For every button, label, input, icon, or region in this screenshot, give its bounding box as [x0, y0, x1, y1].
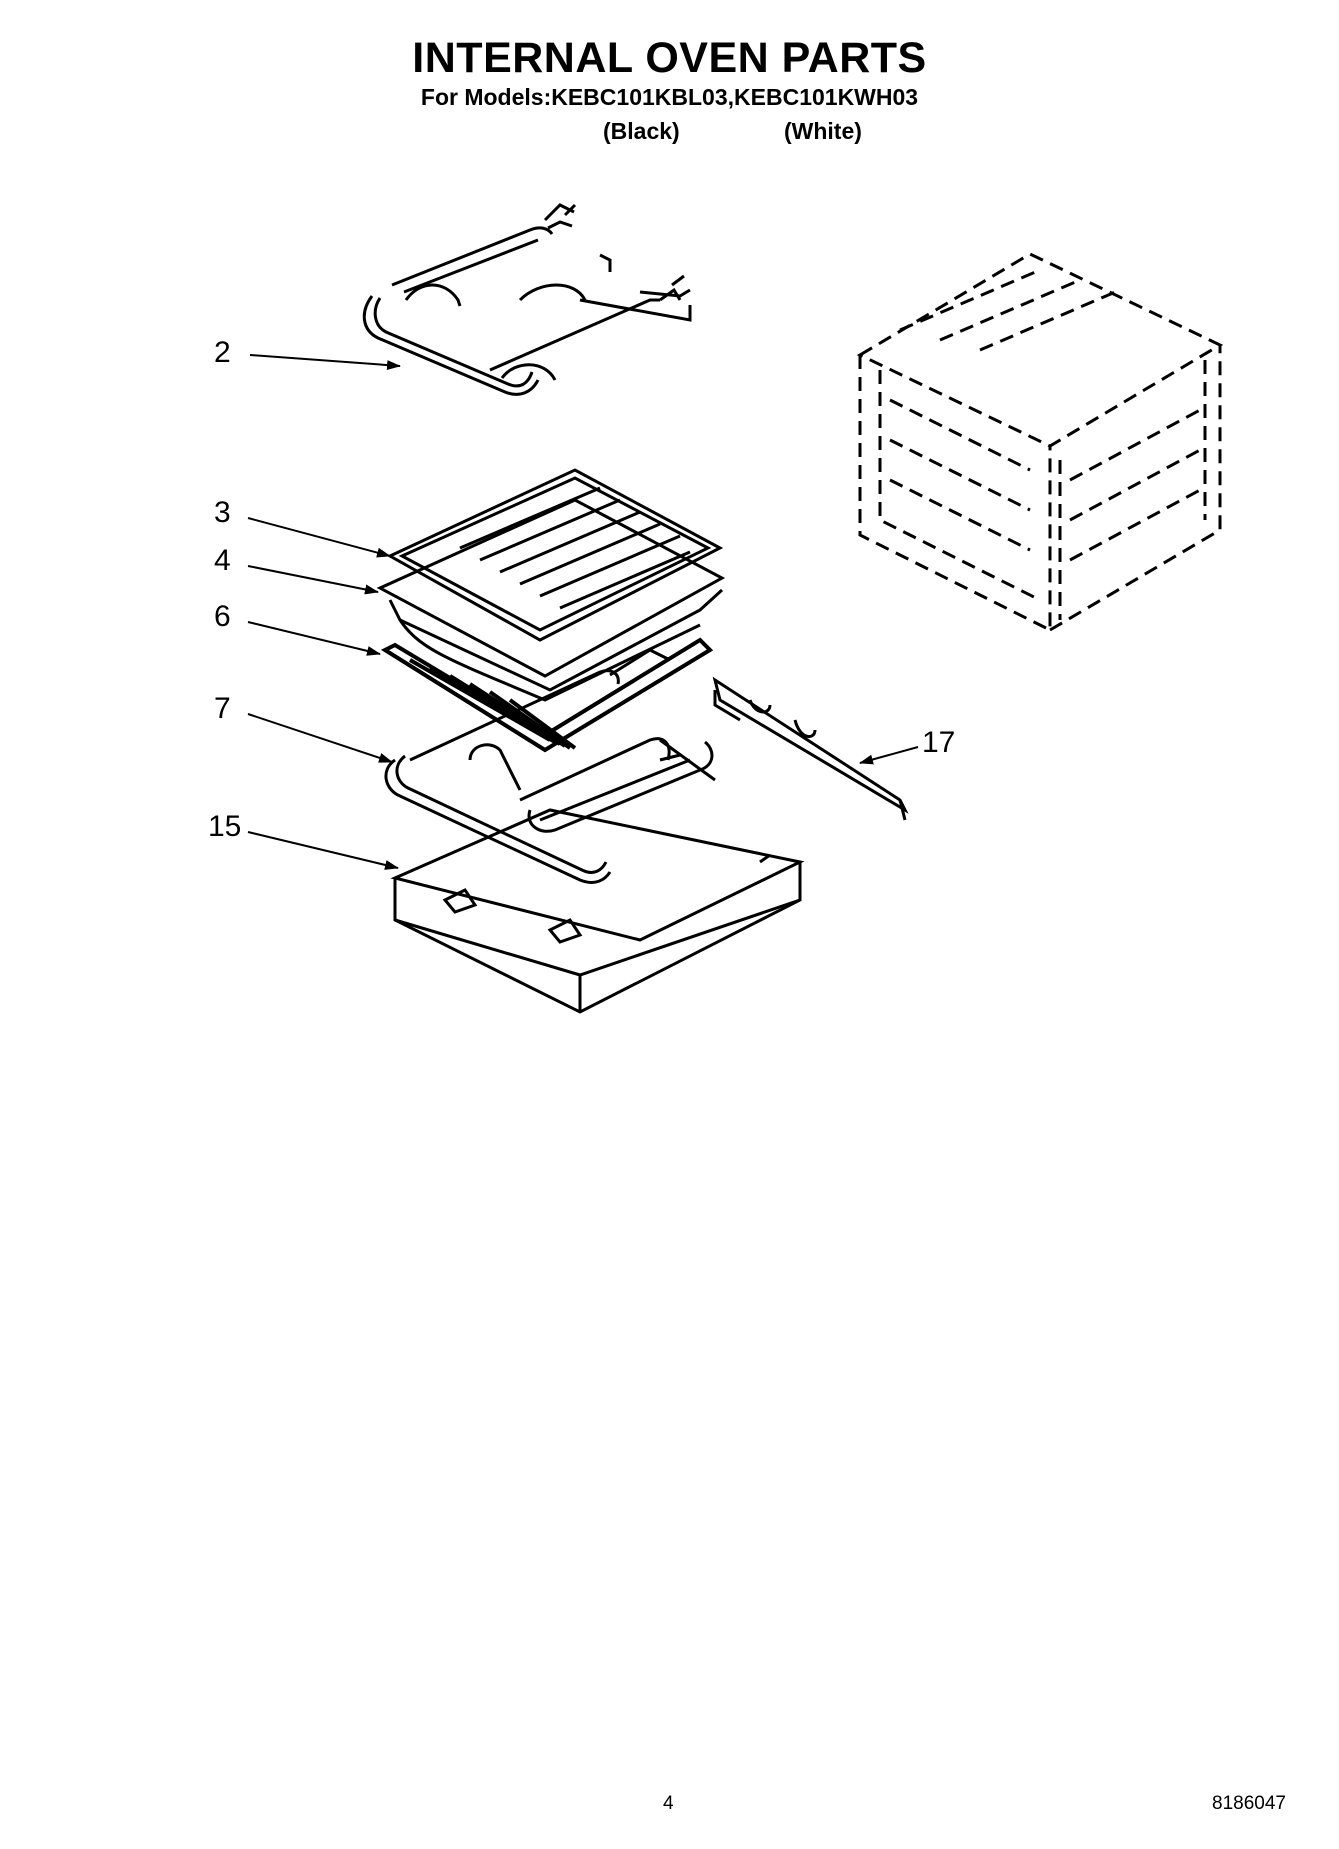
color-label-white: (White)	[784, 118, 862, 144]
models-subtitle: For Models:KEBC101KBL03,KEBC101KWH03	[420, 84, 919, 110]
page-number: 4	[663, 1793, 674, 1814]
broiler-pan	[376, 498, 726, 702]
drawer-base	[390, 808, 805, 1014]
callout-7: 7	[214, 692, 231, 725]
callout-arrows	[247, 354, 919, 870]
callout-15: 15	[208, 810, 242, 843]
broiler-grid	[386, 468, 724, 642]
callout-3: 3	[214, 496, 231, 529]
broil-element	[362, 203, 692, 396]
callout-2: 2	[214, 336, 231, 369]
callout-17: 17	[922, 726, 956, 759]
oven-cavity-outline	[856, 252, 1224, 633]
callout-4: 4	[214, 544, 231, 577]
color-label-black: (Black)	[603, 118, 680, 144]
callout-6: 6	[214, 600, 231, 633]
bake-element	[384, 648, 716, 884]
oven-rack-dark	[380, 637, 714, 753]
side-bracket	[712, 676, 909, 821]
page-title: INTERNAL OVEN PARTS	[412, 34, 927, 82]
document-number: 8186047	[1212, 1793, 1286, 1814]
